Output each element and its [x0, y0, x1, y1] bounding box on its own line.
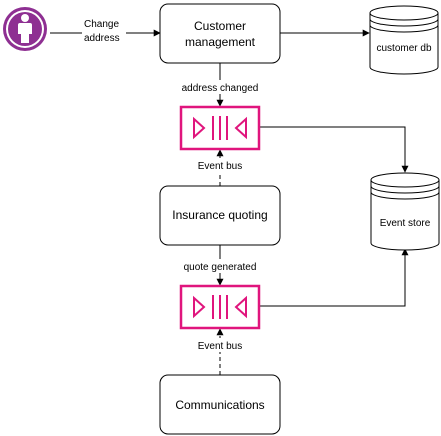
connector-event-bus-bottom-to-event-store	[260, 248, 409, 307]
edge-label-change: Change	[84, 19, 119, 30]
event-bus-bottom-label: Event bus	[198, 341, 242, 352]
actor-person-icon	[3, 7, 47, 51]
customer-management-label-line2: management	[185, 35, 256, 49]
insurance-quoting-box[interactable]	[159, 185, 281, 246]
customer-db-cylinder[interactable]	[369, 5, 439, 75]
edge-label-address: address	[84, 33, 120, 44]
event-bus-icon-bottom[interactable]	[179, 284, 261, 330]
customer-management-label-line1: Customer	[194, 19, 246, 33]
connector-event-bus-top-to-event-store	[260, 126, 409, 173]
communications-label: Communications	[175, 398, 264, 412]
customer-db-label: customer db	[376, 43, 431, 54]
communications-box[interactable]	[159, 374, 281, 435]
customer-management-box[interactable]	[159, 3, 281, 64]
event-bus-icon-top[interactable]	[179, 105, 261, 151]
event-store-cylinder[interactable]	[370, 172, 440, 251]
event-store-label: Event store	[380, 218, 431, 229]
event-bus-top-label: Event bus	[198, 161, 242, 172]
event-label-address-changed: address changed	[182, 83, 259, 94]
insurance-quoting-label: Insurance quoting	[172, 208, 267, 222]
event-label-quote-generated: quote generated	[184, 262, 257, 273]
